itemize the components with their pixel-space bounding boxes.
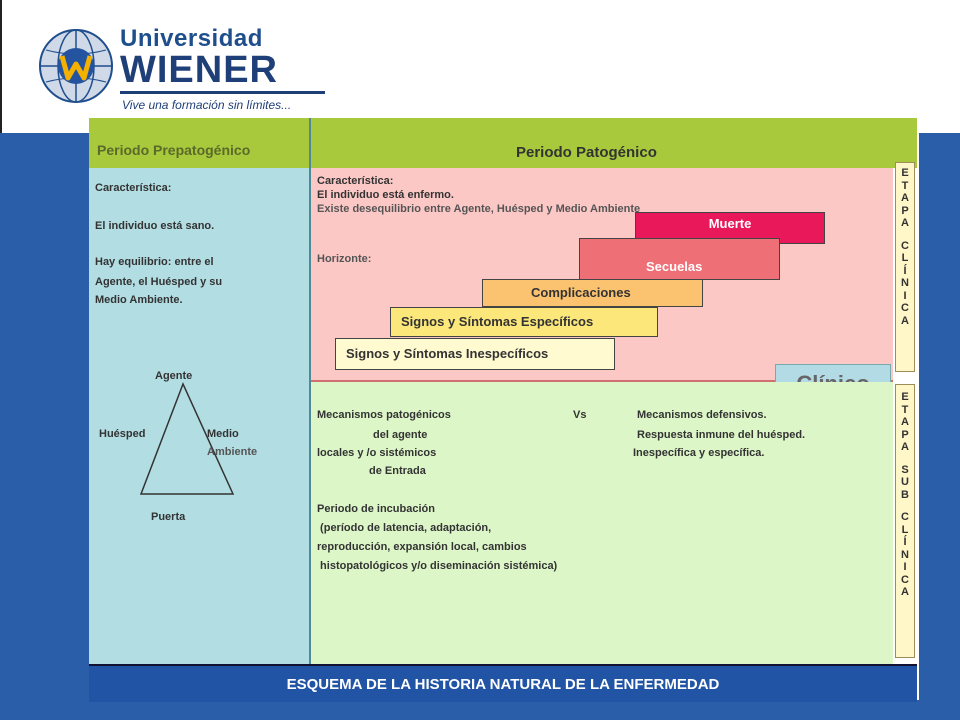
etapa-subclinica-letter: N <box>901 548 909 561</box>
incubation-line-1: (período de latencia, adaptación, <box>317 522 492 534</box>
step-secuelas: Secuelas <box>579 238 780 280</box>
pre-equilibrium-line-2: Agente, el Huésped y su <box>95 276 223 288</box>
etapa-clinica-letter: T <box>901 179 909 192</box>
pat-sick-text: El individuo está enfermo. <box>317 189 454 201</box>
triangle-medio: Medio <box>207 428 239 440</box>
step-complicaciones-label: Complicaciones <box>531 285 631 300</box>
etapa-subclinica-letter: B <box>901 488 909 501</box>
pre-equilibrium-line-1: Hay equilibrio: entre el <box>95 256 214 268</box>
pre-healthy-text: El individuo está sano. <box>95 220 215 232</box>
prepatogenic-title: Periodo Prepatogénico <box>97 142 251 158</box>
header-divider <box>0 0 2 133</box>
triangle-ambiente: Ambiente <box>207 446 258 458</box>
university-logo: Universidad WIENER Vive una formación si… <box>34 20 354 120</box>
logo-underline <box>120 91 325 94</box>
mech-nonspecific-specific: Inespecífica y específica. <box>633 447 765 459</box>
etapa-clinica-letter: A <box>901 192 909 204</box>
incubation-line-3: histopatológicos y/o diseminación sistém… <box>317 560 558 572</box>
etapa-subclinica-letter: Í <box>903 536 907 548</box>
etapa-clinica-letter: C <box>901 239 909 252</box>
prepatogenic-column: Periodo Prepatogénico Característica: El… <box>89 118 311 700</box>
etapa-subclinica-letter: I <box>903 561 907 573</box>
triangle-agente: Agente <box>155 370 193 382</box>
etapa-subclinica-letter: L <box>901 523 909 536</box>
epidemiological-triangle <box>139 382 235 495</box>
etapa-clinica-letter: A <box>901 314 909 327</box>
etapa-clinica-letter: Í <box>903 264 907 277</box>
etapa-subclinica-letter: A <box>901 441 909 453</box>
step-inespecificos-label: Signos y Síntomas Inespecíficos <box>346 346 549 361</box>
patogenic-title: Periodo Patogénico <box>516 144 657 161</box>
prepatogenic-header: Periodo Prepatogénico <box>89 118 309 168</box>
etapa-subclinica-letter: C <box>901 573 909 586</box>
mech-immune-response: Respuesta inmune del huésped. <box>637 429 806 441</box>
etapa-clinica-letter: C <box>901 302 909 314</box>
step-especificos-label: Signos y Síntomas Específicos <box>401 314 594 329</box>
step-inespecificos: Signos y Síntomas Inespecíficos <box>335 338 615 370</box>
etapa-subclinica-letter: S <box>901 463 909 476</box>
etapa-subclinica-letter: A <box>901 586 909 598</box>
subclinical-stage-panel: Mecanismos patogénicos Vs Mecanismos def… <box>311 382 893 664</box>
pat-characteristic-label: Característica: <box>317 175 394 187</box>
etapa-subclinica-letter: P <box>901 428 909 441</box>
header-banner: Universidad WIENER Vive una formación si… <box>0 0 960 133</box>
step-complicaciones: Complicaciones <box>482 279 703 307</box>
horizon-label: Horizonte: <box>317 253 372 265</box>
triangle-huesped: Huésped <box>99 428 146 440</box>
etapa-subclinica-letter <box>896 501 914 511</box>
pre-characteristic-label: Característica: <box>95 182 172 194</box>
etapa-clinica-letter: P <box>901 204 909 217</box>
mech-pathogenic: Mecanismos patogénicos <box>317 409 451 421</box>
step-muerte-label: Muerte <box>708 216 752 231</box>
pre-equilibrium-line-3: Medio Ambiente. <box>95 294 183 306</box>
logo-tagline: Vive una formación sin límites... <box>122 98 292 112</box>
step-especificos: Signos y Síntomas Específicos <box>390 307 658 337</box>
mech-local-systemic: locales y /o sistémicos <box>317 447 437 459</box>
logo-wiener: WIENER <box>120 49 278 91</box>
etapa-clinica-letter: E <box>901 167 909 179</box>
etapa-subclinica-letter: E <box>901 391 909 403</box>
etapa-subclinica-letter: C <box>901 511 909 523</box>
logo-universidad: Universidad <box>120 25 263 52</box>
mech-entry: de Entrada <box>369 465 426 477</box>
etapa-clinica-letter: A <box>901 217 909 229</box>
etapa-subclinica-letter: T <box>901 403 909 416</box>
etapa-subclinica-letter: A <box>901 416 909 428</box>
etapa-clinica-letter <box>896 230 914 240</box>
pat-imbalance-text: Existe desequilibrio entre Agente, Huésp… <box>317 203 641 215</box>
mech-defensive: Mecanismos defensivos. <box>637 409 767 421</box>
incubation-title: Periodo de incubación <box>317 503 435 515</box>
etapa-clinica-letter: L <box>901 252 909 264</box>
triangle-puerta: Puerta <box>151 511 186 523</box>
patogenic-header: Periodo Patogénico <box>311 118 917 168</box>
diagram-slide: Periodo Prepatogénico Característica: El… <box>89 118 919 702</box>
mech-vs: Vs <box>573 409 587 421</box>
etapa-clinica-letter: I <box>903 289 907 302</box>
diagram-footer-title: ESQUEMA DE LA HISTORIA NATURAL DE LA ENF… <box>89 664 917 702</box>
mech-agent: del agente <box>373 429 428 441</box>
etapa-subclinica-letter: U <box>901 476 909 488</box>
globe-icon <box>39 29 113 103</box>
incubation-line-2: reproducción, expansión local, cambios <box>317 541 527 553</box>
clinical-stage-panel: Característica: El individuo está enferm… <box>311 168 893 382</box>
etapa-subclinica-letter <box>896 454 914 464</box>
etapa-clinica-letter: N <box>901 277 909 289</box>
step-secuelas-label: Secuelas <box>646 259 703 274</box>
